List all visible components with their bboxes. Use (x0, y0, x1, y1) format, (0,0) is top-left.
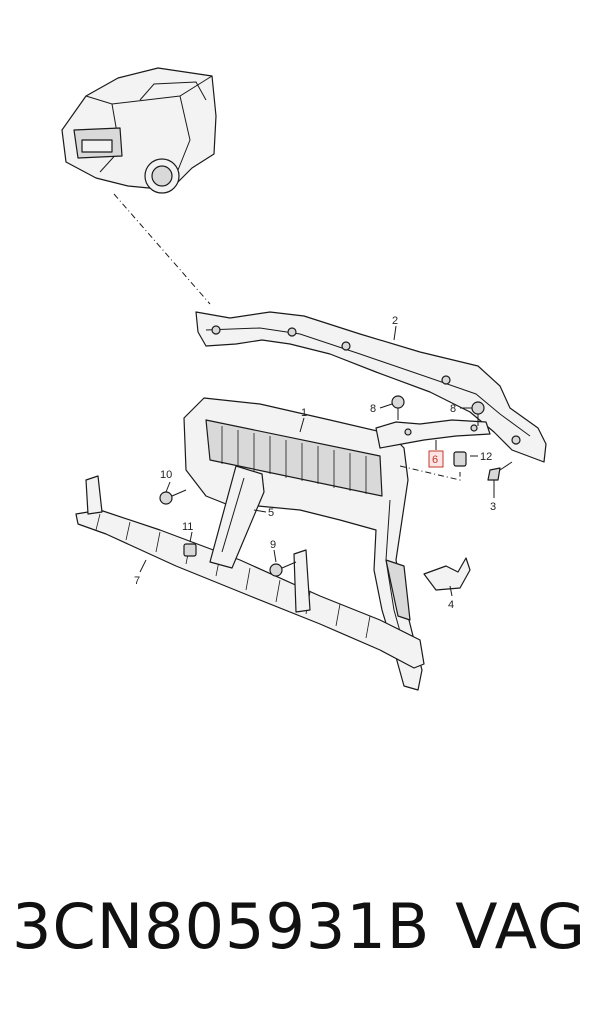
callout-3: 3 (490, 501, 496, 513)
clip-icon (453, 451, 467, 467)
callout-8: 8 (370, 403, 376, 415)
callout-8b: 8 (450, 403, 456, 415)
callout-1: 1 (301, 407, 307, 419)
bumper-bracket-icon (375, 419, 491, 449)
callout-5: 5 (268, 507, 274, 519)
callout-2: 2 (392, 315, 398, 327)
callout-6-box: 6 (428, 450, 444, 468)
brand-label: VAG (455, 890, 586, 963)
callout-12: 12 (480, 451, 492, 463)
bracket-icon (423, 557, 471, 591)
parts-diagram: 2 1 8 8 6 12 3 10 11 5 9 7 4 (61, 67, 547, 691)
callout-7: 7 (134, 575, 140, 587)
deflector-icon (75, 475, 425, 669)
vehicle-leader-line (113, 193, 211, 305)
callout-6: 6 (432, 454, 438, 466)
callout-11: 11 (182, 521, 193, 533)
callout-10: 10 (160, 469, 172, 481)
leader-lines (139, 325, 495, 597)
clip-icon (183, 543, 197, 557)
callout-4: 4 (448, 599, 454, 611)
bolt-icon (487, 461, 513, 481)
bolt-icon (159, 489, 187, 505)
part-number: 3CN805931B (12, 890, 431, 963)
bolt-icon (269, 561, 297, 577)
bracket-icon (209, 465, 265, 569)
bolt-icon (391, 395, 405, 420)
crossmember-icon (195, 311, 547, 463)
vehicle-icon (61, 67, 217, 194)
callout-9: 9 (270, 539, 276, 551)
footer: 3CN805931B VAG (0, 890, 600, 980)
